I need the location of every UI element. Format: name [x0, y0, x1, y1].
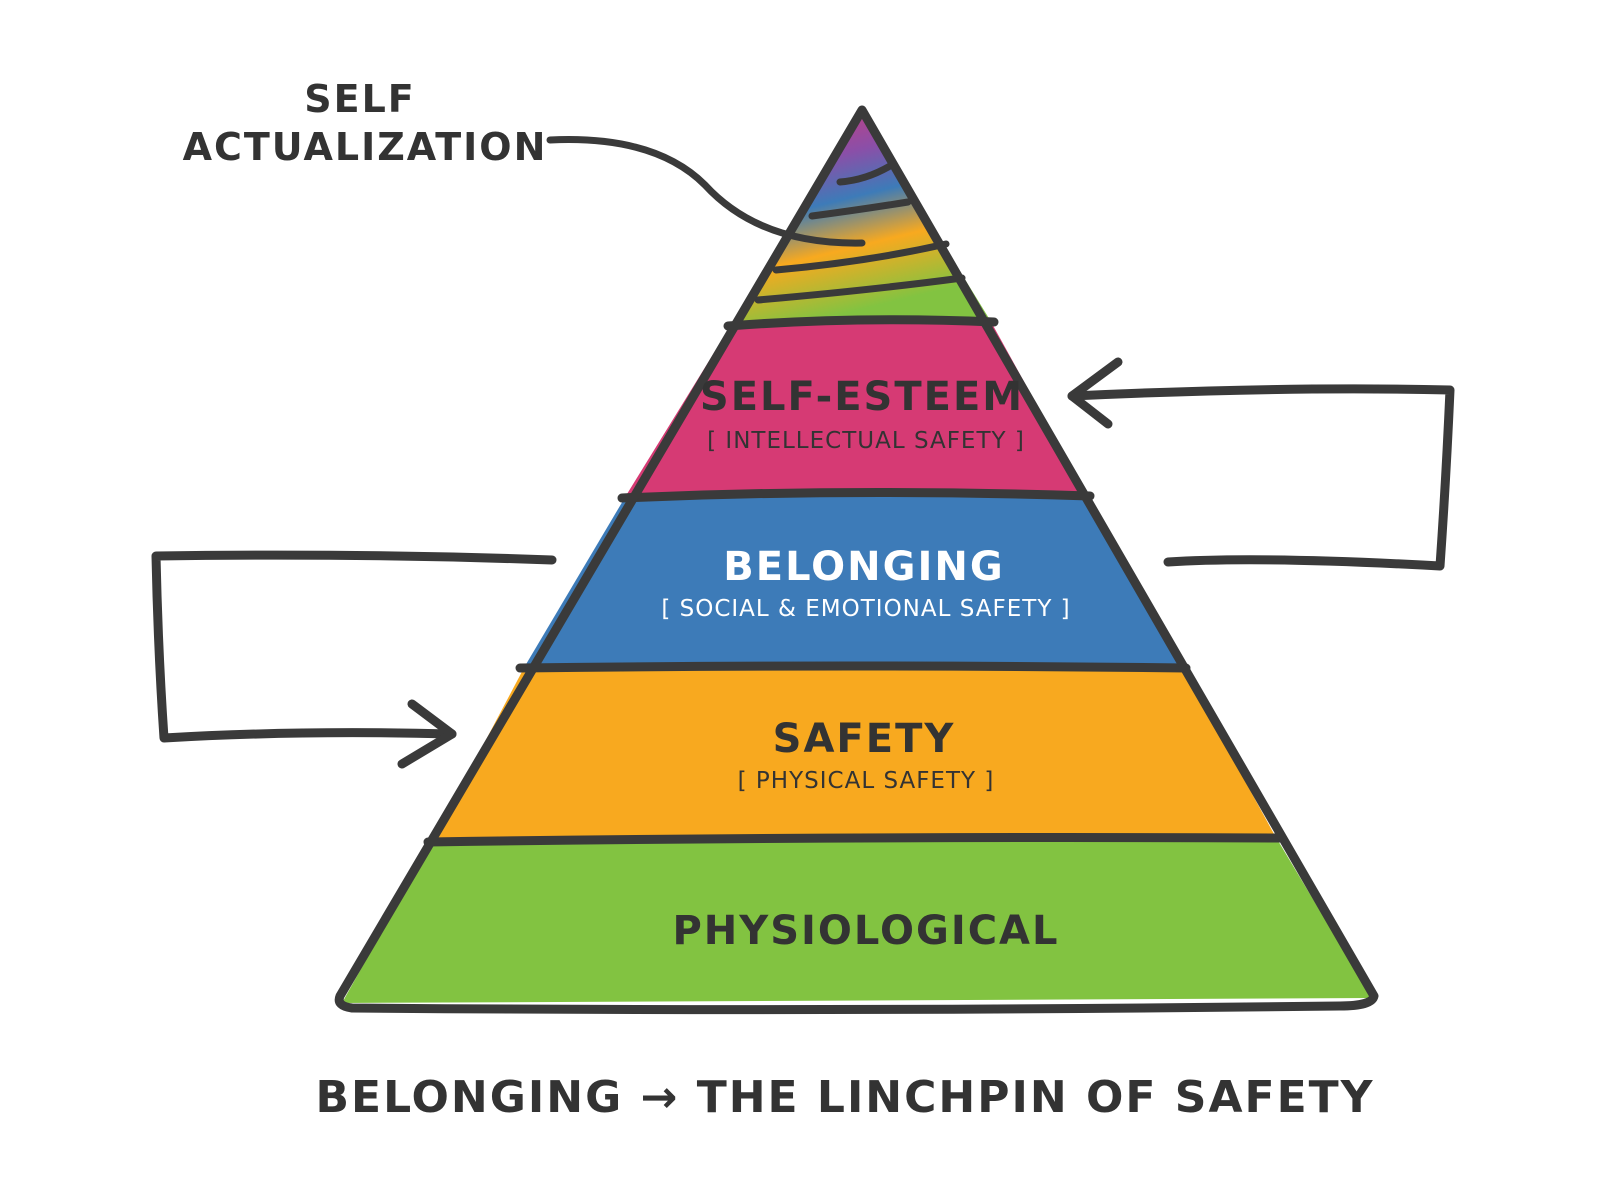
- safety-title: SAFETY: [773, 716, 956, 762]
- self-esteem-tier: [627, 320, 1085, 494]
- divider-safety-physio: [423, 833, 1285, 847]
- belonging-subtitle: [ SOCIAL & EMOTIONAL SAFETY ]: [661, 596, 1070, 622]
- self-esteem-subtitle: [ INTELLECTUAL SAFETY ]: [707, 428, 1025, 454]
- physiological-tier: [342, 834, 1372, 1003]
- left-feedback-arrow-head: [397, 699, 457, 769]
- right-feedback-arrow-head: [1067, 357, 1123, 429]
- bottom-caption: BELONGING → THE LINCHPIN OF SAFETY: [315, 1072, 1374, 1123]
- divider-belonging-safety: [515, 661, 1191, 673]
- safety-subtitle: [ PHYSICAL SAFETY ]: [738, 768, 995, 794]
- top-stripe-line-4: [754, 274, 966, 304]
- top-stripe-line-2: [808, 198, 912, 220]
- right-feedback-arrow-line: [1067, 384, 1455, 571]
- self-actualization-leader-line: [546, 136, 866, 247]
- self-actualization-label-line-1: SELF: [304, 77, 416, 121]
- safety-tier: [434, 664, 1274, 838]
- self-esteem-title: SELF-ESTEEM: [700, 374, 1024, 420]
- top-stripe-line-1: [836, 162, 894, 186]
- divider-esteem-belonging: [617, 487, 1095, 503]
- top-stripe-line-3: [772, 240, 950, 274]
- divider-top-esteem: [723, 315, 999, 331]
- belonging-tier: [525, 492, 1181, 666]
- self-actualization-label-line-2: ACTUALIZATION: [183, 125, 548, 169]
- belonging-title: BELONGING: [723, 544, 1004, 590]
- physiological-title: PHYSIOLOGICAL: [672, 908, 1059, 954]
- pyramid-outline: [334, 105, 1379, 1015]
- left-feedback-arrow-line: [151, 550, 557, 743]
